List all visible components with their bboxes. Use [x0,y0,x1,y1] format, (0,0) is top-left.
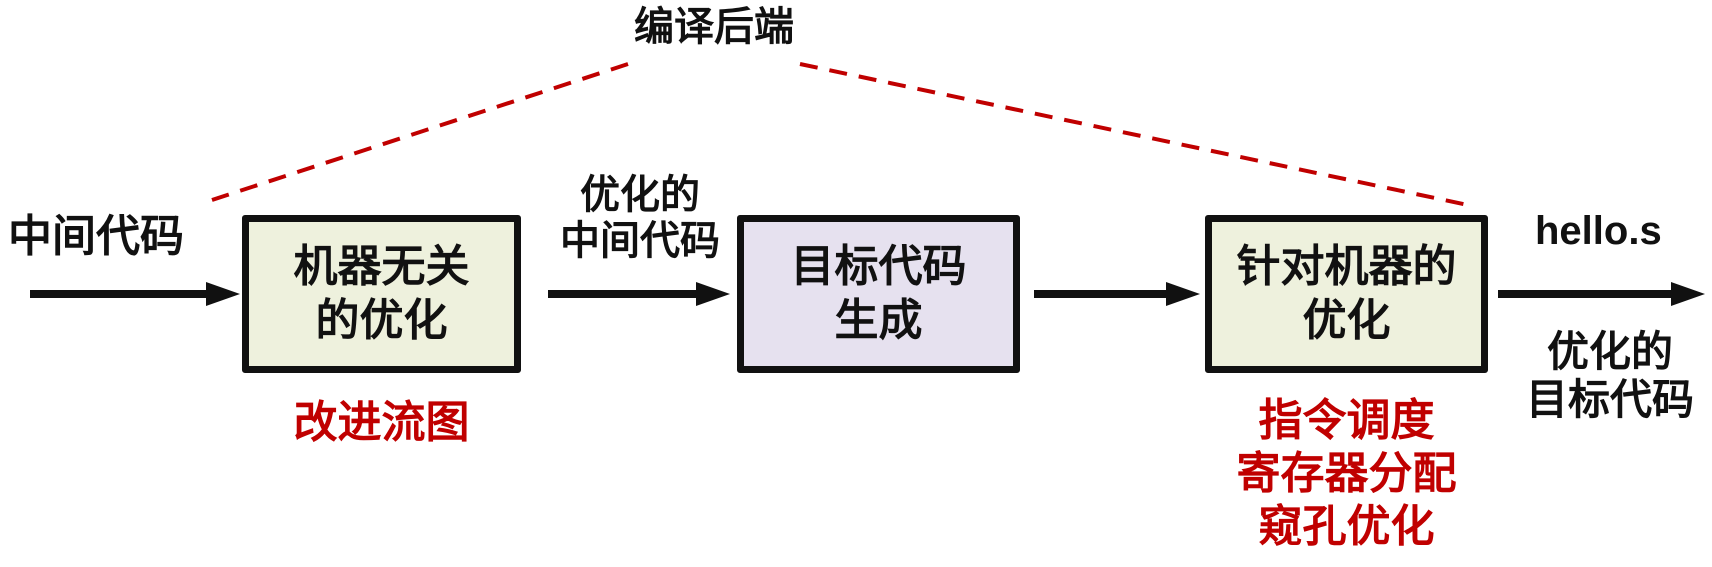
box-1-line-2: 的优化 [315,295,448,346]
output-file-label: hello.s [1535,209,1662,253]
arrow-2-3-head [1166,282,1200,306]
box-3-notes: 指令调度 寄存器分配 窥孔优化 [1205,395,1488,553]
box-3-note-2: 寄存器分配 [1236,447,1457,499]
edge-label-line-2: 中间代码 [560,218,720,264]
box-3-note-1: 指令调度 [1258,395,1435,446]
box-3-note-3: 窥孔优化 [1258,500,1435,552]
diagram-title: 编译后端 [634,4,794,50]
dashed-line-right [799,62,1469,207]
arrow-1-2-head [696,282,730,306]
box-target-code-generation: 目标代码 生成 [737,215,1020,373]
edge-label-line-1: 优化的 [580,172,700,218]
output-label: 优化的 目标代码 [1515,327,1705,425]
box-1-note: 改进流图 [293,397,470,448]
input-label: 中间代码 [8,211,184,262]
edge-label-optimized-ir: 优化的 中间代码 [545,172,735,264]
box-1-line-1: 机器无关 [293,241,470,293]
arrow-output-head [1671,282,1705,306]
output-label-line-1: 优化的 [1546,327,1673,376]
output-label-line-2: 目标代码 [1525,375,1694,425]
arrow-input-head [206,282,240,306]
dashed-line-left [211,62,629,202]
box-machine-specific-optimization: 针对机器的 优化 [1205,215,1488,373]
box-machine-independent-optimization: 机器无关 的优化 [242,215,521,373]
box-2-line-2: 生成 [834,295,923,346]
box-2-line-1: 目标代码 [790,241,967,293]
box-3-line-1: 针对机器的 [1236,241,1457,293]
box-3-line-2: 优化 [1302,295,1391,346]
